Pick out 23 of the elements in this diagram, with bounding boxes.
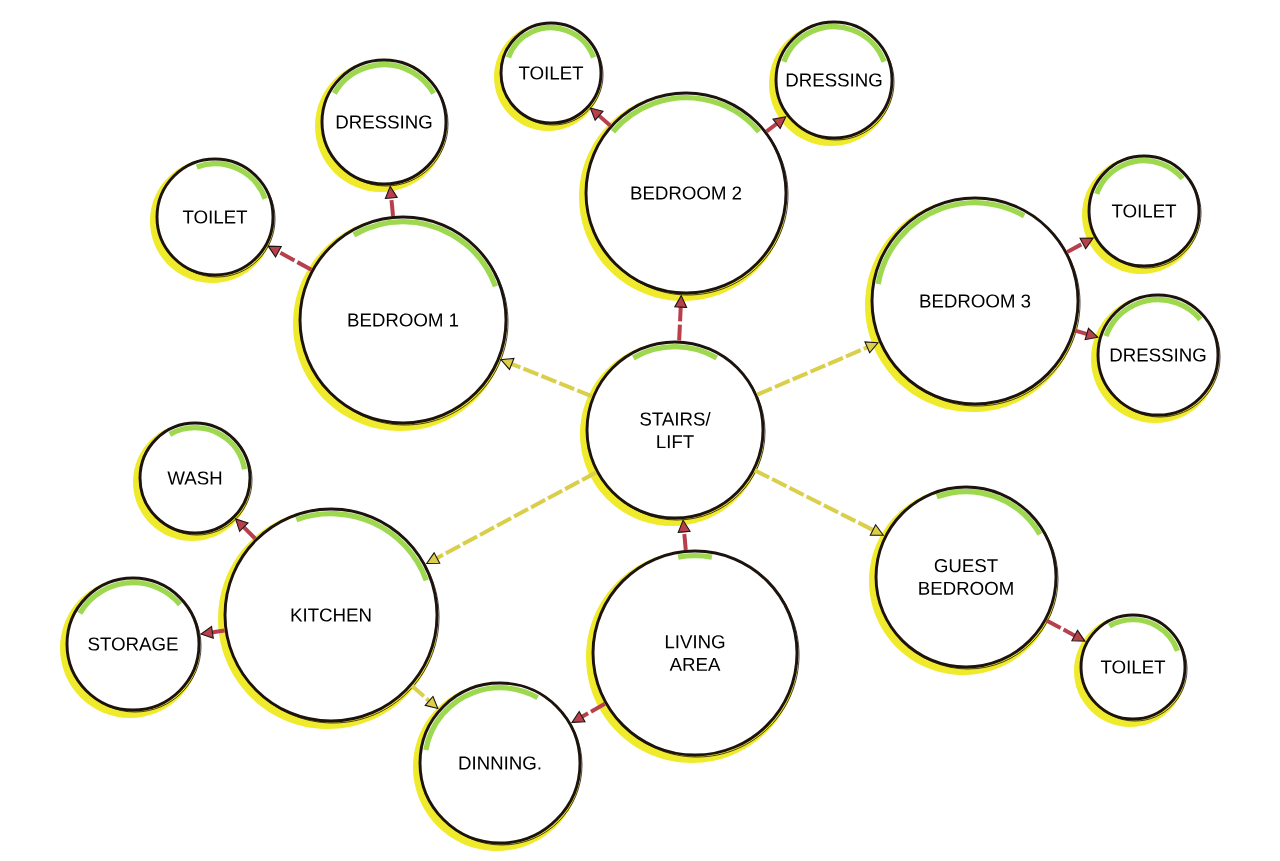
room-bubble: TOILET: [1074, 613, 1188, 727]
room-bubble: BEDROOM 3: [865, 196, 1081, 412]
room-bubble: TOILET: [494, 21, 604, 131]
arrow: [410, 684, 439, 710]
arrow: [267, 245, 313, 272]
room-bubble: BEDROOM 1: [293, 215, 509, 431]
room-bubble: LIVING AREA: [586, 549, 800, 763]
room-bubble: WASH: [133, 421, 253, 541]
room-bubble: DRESSING: [1091, 293, 1221, 423]
room-bubble: STORAGE: [60, 576, 202, 718]
room-bubble: GUEST BEDROOM: [869, 485, 1059, 675]
arrow: [1045, 618, 1086, 642]
room-bubble: DRESSING: [315, 58, 449, 192]
room-bubble: TOILET: [1082, 154, 1202, 274]
room-bubble: KITCHEN: [218, 507, 440, 729]
arrow: [589, 107, 612, 128]
room-bubble: DINNING.: [413, 681, 583, 851]
room-bubble: DRESSING: [769, 20, 895, 146]
arrow: [765, 116, 787, 134]
room-bubble: TOILET: [150, 157, 276, 283]
room-bubble: BEDROOM 2: [579, 91, 789, 301]
room-bubble: STAIRS/ LIFT: [580, 340, 766, 526]
arrow: [677, 519, 691, 551]
